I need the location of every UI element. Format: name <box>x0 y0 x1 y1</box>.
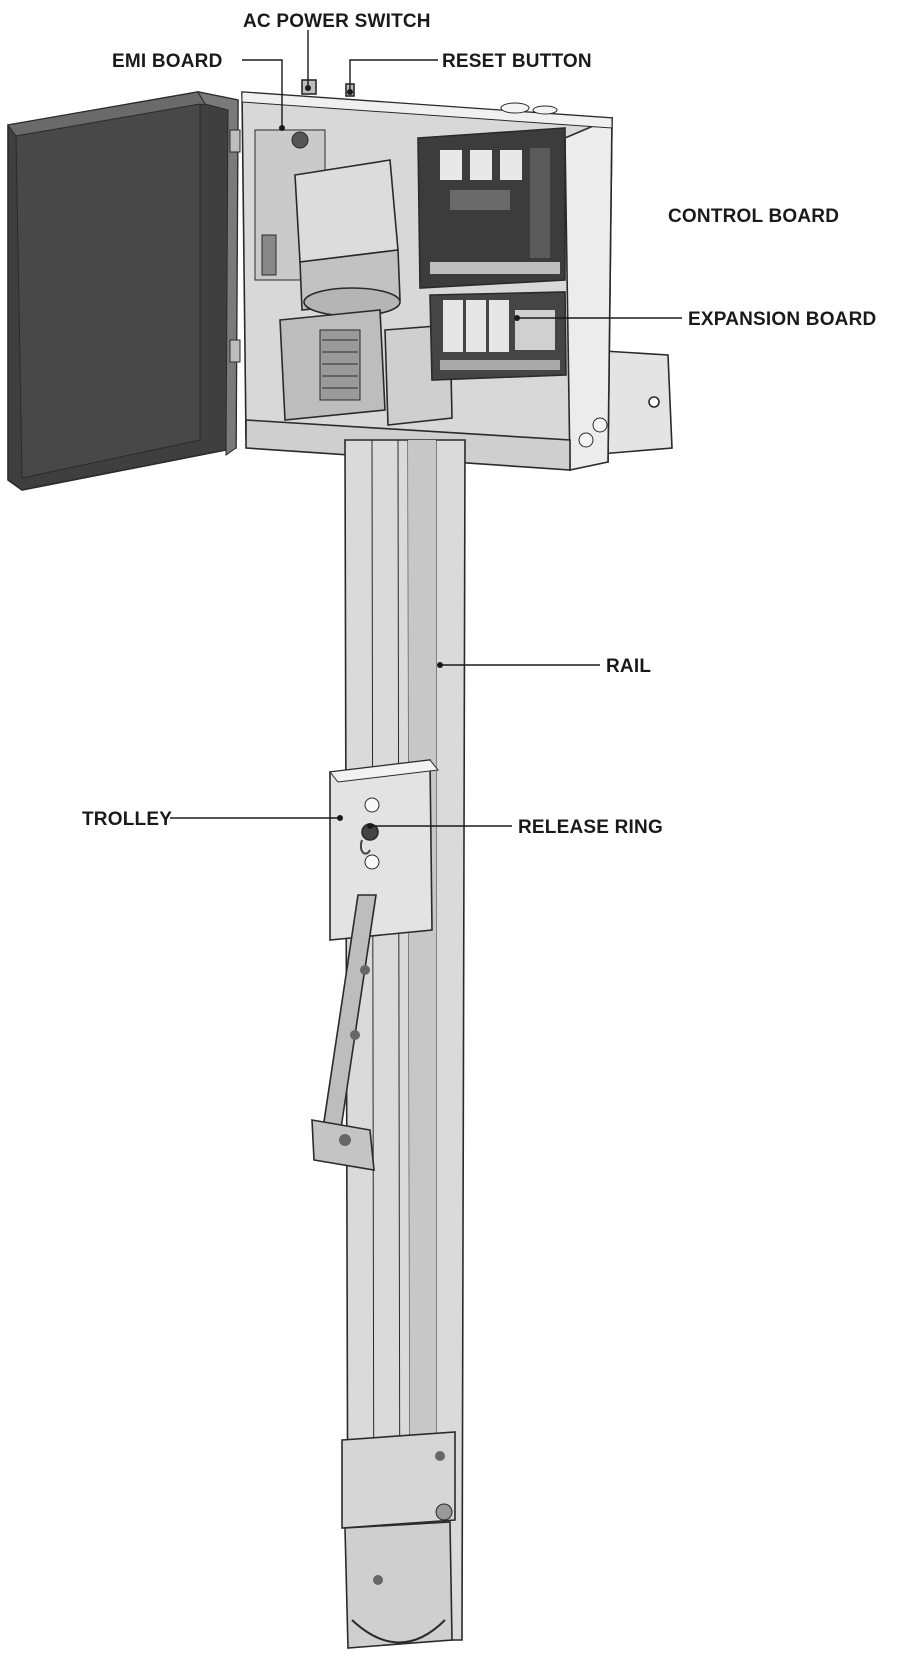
label-ac-power-switch: AC POWER SWITCH <box>243 11 431 32</box>
label-control-board: CONTROL BOARD <box>668 206 839 227</box>
trolley <box>329 759 439 941</box>
label-reset-button: RESET BUTTON <box>442 51 592 72</box>
control-board <box>417 127 566 289</box>
trolley-arm <box>311 894 377 1171</box>
rail-end-bracket <box>341 1431 456 1649</box>
label-trolley: TROLLEY <box>82 809 172 830</box>
label-expansion-board: EXPANSION BOARD <box>688 309 876 330</box>
label-release-ring: RELEASE RING <box>518 817 663 838</box>
rail <box>344 439 466 1641</box>
label-emi-board: EMI BOARD <box>112 51 223 72</box>
housing-door <box>7 91 241 491</box>
leader-lines <box>170 30 682 829</box>
label-rail: RAIL <box>606 656 651 677</box>
expansion-board <box>429 291 567 381</box>
